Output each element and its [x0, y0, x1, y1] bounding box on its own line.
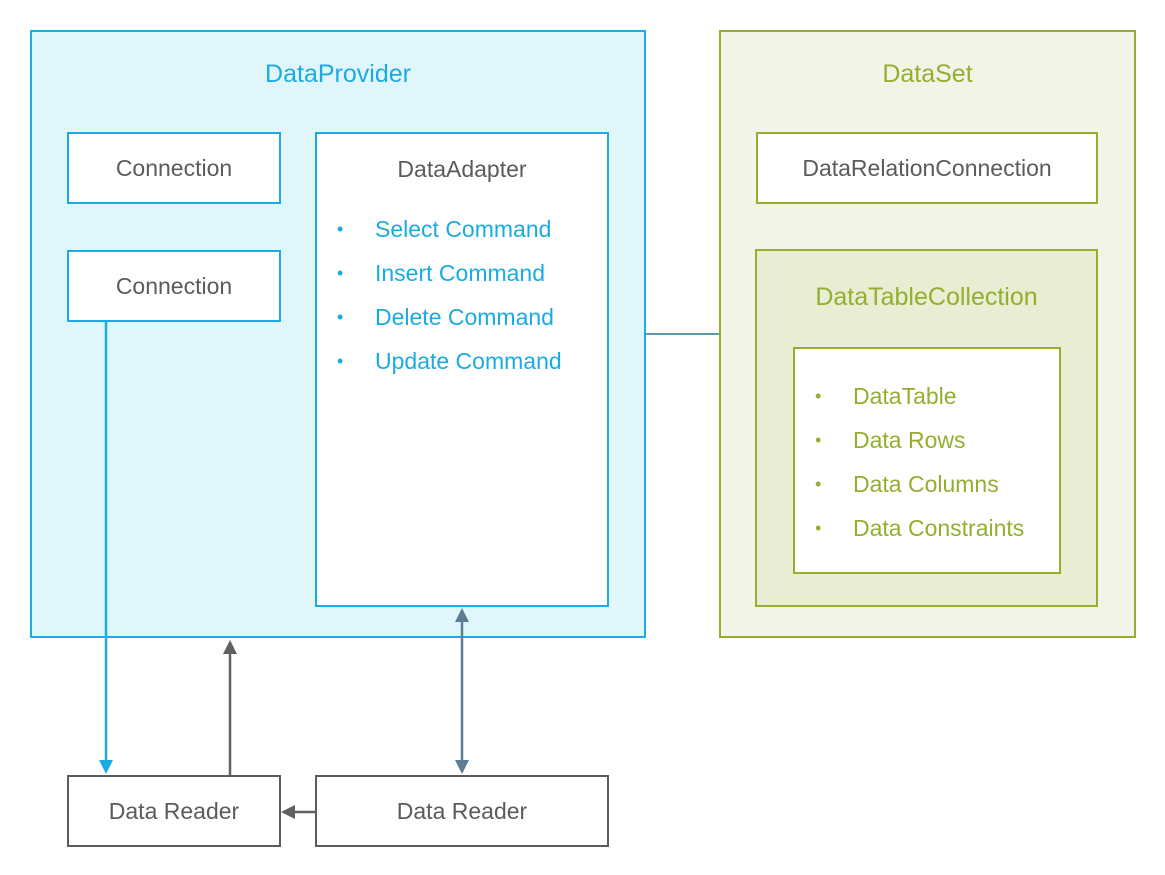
list-item: Data Columns [815, 469, 1024, 513]
connection-label-2: Connection [115, 272, 233, 299]
data-reader-label-left: Data Reader [108, 797, 240, 824]
data-adapter-box: DataAdapter Select Command Insert Comman… [315, 132, 609, 607]
connection-box-1: Connection [67, 132, 281, 204]
data-adapter-title: DataAdapter [397, 156, 527, 182]
arrowhead-up-icon [455, 608, 469, 622]
data-relation-label: DataRelationConnection [802, 154, 1052, 181]
dataset-title: DataSet [882, 60, 973, 88]
data-table-box: DataTable Data Rows Data Columns Data Co… [793, 347, 1061, 574]
list-item: Insert Command [337, 258, 562, 302]
connection-label-1: Connection [115, 154, 233, 181]
arrowhead-down-icon [455, 760, 469, 774]
arrowhead-left-icon [281, 805, 295, 819]
data-table-collection-title: DataTableCollection [815, 283, 1038, 311]
list-item: Update Command [337, 346, 562, 390]
data-reader-box-left: Data Reader [67, 775, 281, 847]
list-item: Data Constraints [815, 513, 1024, 557]
connection-box-2: Connection [67, 250, 281, 322]
arrowhead-down-icon [99, 760, 113, 774]
list-item: Delete Command [337, 302, 562, 346]
data-relation-box: DataRelationConnection [756, 132, 1098, 204]
adapter-command-list: Select Command Insert Command Delete Com… [337, 214, 562, 390]
list-item: DataTable [815, 381, 1024, 425]
list-item: Data Rows [815, 425, 1024, 469]
arrowhead-up-icon [223, 640, 237, 654]
data-reader-box-right: Data Reader [315, 775, 609, 847]
data-table-item-list: DataTable Data Rows Data Columns Data Co… [815, 381, 1024, 557]
data-reader-label-right: Data Reader [396, 797, 528, 824]
data-provider-title: DataProvider [265, 60, 411, 88]
list-item: Select Command [337, 214, 562, 258]
